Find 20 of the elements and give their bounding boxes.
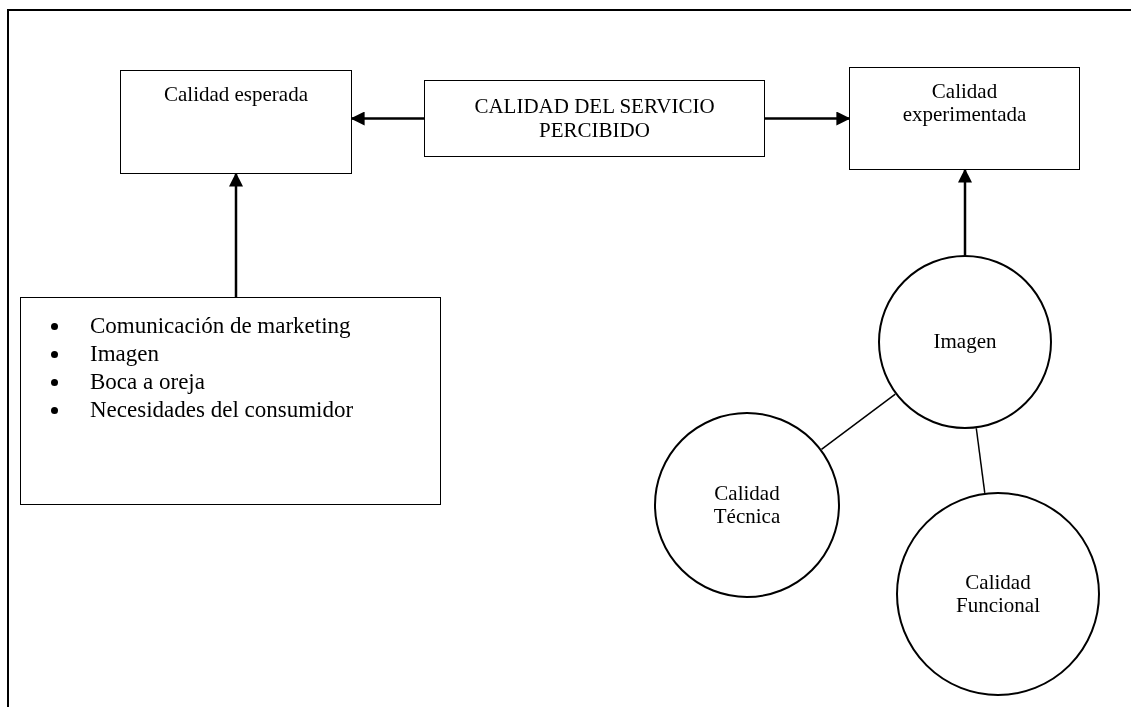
node-label: Calidad esperada	[164, 83, 308, 107]
connector-line	[820, 393, 897, 451]
node-label: CALIDAD DEL SERVICIO PERCIBIDO	[473, 95, 716, 142]
bullet-item: Boca a oreja	[47, 368, 205, 396]
arrow	[229, 172, 243, 297]
connector-line	[975, 427, 986, 494]
node-label: Calidad Funcional	[955, 570, 1041, 618]
arrow	[765, 111, 851, 126]
bullet-item: Imagen	[47, 340, 159, 368]
node-label: Calidad Técnica	[712, 481, 782, 529]
arrow	[958, 168, 972, 255]
node-label: Calidad experimentada	[901, 80, 1028, 127]
arrow	[350, 111, 424, 126]
process-box	[849, 67, 1080, 170]
node-label: Imagen	[933, 330, 997, 354]
bullet-item: Comunicación de marketing	[47, 312, 351, 340]
bullet-item: Necesidades del consumidor	[47, 396, 354, 424]
process-box	[120, 70, 352, 174]
list-box	[20, 297, 441, 505]
process-box	[424, 80, 765, 157]
